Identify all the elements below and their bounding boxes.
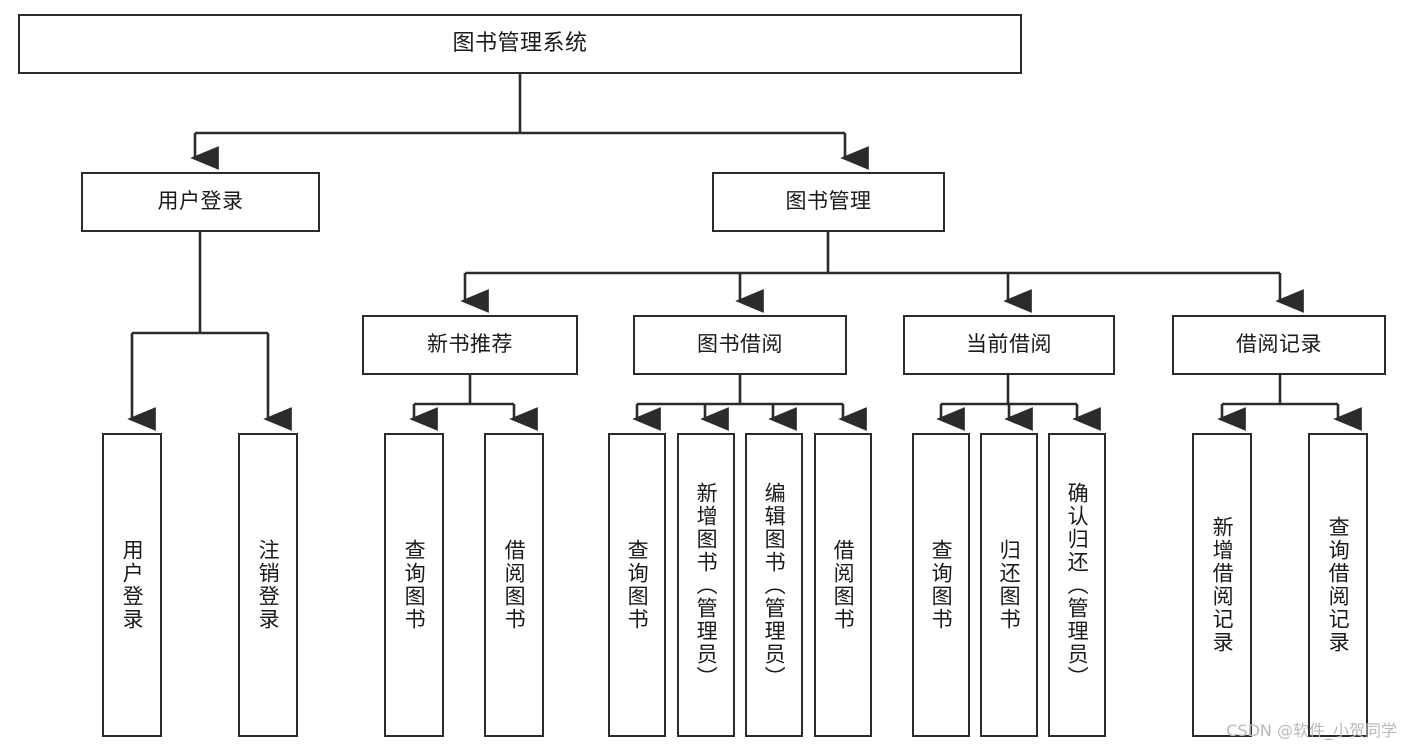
node-book-borrow[interactable]: 图书借阅 bbox=[633, 315, 847, 375]
node-leaf-borrow-book-1[interactable]: 借阅图书 bbox=[484, 433, 544, 737]
node-leaf-query-book-1[interactable]: 查询图书 bbox=[384, 433, 444, 737]
node-new-book-rec-label: 新书推荐 bbox=[427, 332, 513, 357]
node-leaf-query-book-2[interactable]: 查询图书 bbox=[608, 433, 666, 737]
node-root-label: 图书管理系统 bbox=[452, 30, 588, 56]
node-current-borrow[interactable]: 当前借阅 bbox=[903, 315, 1115, 375]
node-leaf-return-book-label: 归还图书 bbox=[997, 539, 1022, 631]
node-leaf-query-book-1-label: 查询图书 bbox=[402, 539, 427, 631]
node-leaf-add-book-label: 新增图书（管理员） bbox=[694, 481, 719, 689]
node-leaf-query-record-label: 查询借阅记录 bbox=[1326, 516, 1351, 654]
node-leaf-borrow-book-2[interactable]: 借阅图书 bbox=[814, 433, 872, 737]
node-leaf-confirm-return-label: 确认归还（管理员） bbox=[1065, 481, 1090, 689]
node-book-manage[interactable]: 图书管理 bbox=[712, 172, 945, 232]
node-user-login[interactable]: 用户登录 bbox=[81, 172, 320, 232]
node-leaf-query-book-3[interactable]: 查询图书 bbox=[912, 433, 970, 737]
node-leaf-logout[interactable]: 注销登录 bbox=[238, 433, 298, 737]
node-leaf-confirm-return[interactable]: 确认归还（管理员） bbox=[1048, 433, 1106, 737]
node-leaf-add-book[interactable]: 新增图书（管理员） bbox=[677, 433, 735, 737]
node-leaf-query-record[interactable]: 查询借阅记录 bbox=[1308, 433, 1368, 737]
node-current-borrow-label: 当前借阅 bbox=[966, 332, 1052, 357]
node-book-borrow-label: 图书借阅 bbox=[697, 332, 783, 357]
node-leaf-user-login-label: 用户登录 bbox=[120, 539, 145, 631]
node-leaf-edit-book-label: 编辑图书（管理员） bbox=[762, 481, 787, 689]
node-leaf-edit-book[interactable]: 编辑图书（管理员） bbox=[745, 433, 803, 737]
node-leaf-query-book-2-label: 查询图书 bbox=[625, 539, 650, 631]
node-leaf-return-book[interactable]: 归还图书 bbox=[980, 433, 1038, 737]
node-borrow-record[interactable]: 借阅记录 bbox=[1172, 315, 1386, 375]
node-root[interactable]: 图书管理系统 bbox=[18, 14, 1022, 74]
node-book-manage-label: 图书管理 bbox=[785, 189, 872, 214]
node-leaf-add-record[interactable]: 新增借阅记录 bbox=[1192, 433, 1252, 737]
node-borrow-record-label: 借阅记录 bbox=[1236, 332, 1322, 357]
node-leaf-logout-label: 注销登录 bbox=[256, 539, 281, 631]
node-leaf-borrow-book-1-label: 借阅图书 bbox=[502, 539, 527, 631]
node-leaf-query-book-3-label: 查询图书 bbox=[929, 539, 954, 631]
node-new-book-rec[interactable]: 新书推荐 bbox=[362, 315, 578, 375]
node-leaf-add-record-label: 新增借阅记录 bbox=[1210, 516, 1235, 654]
node-leaf-borrow-book-2-label: 借阅图书 bbox=[831, 539, 856, 631]
node-user-login-label: 用户登录 bbox=[157, 189, 244, 214]
node-leaf-user-login[interactable]: 用户登录 bbox=[102, 433, 162, 737]
